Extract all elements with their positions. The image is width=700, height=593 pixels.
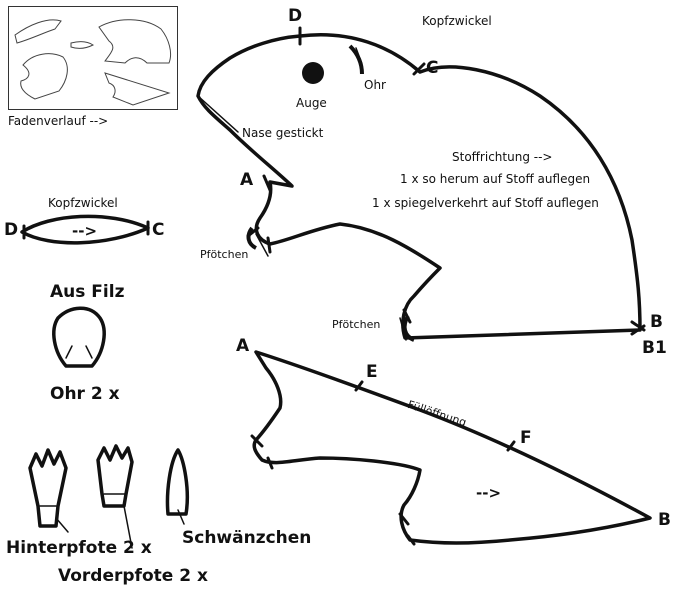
gusset-title: Kopfzwickel [48, 196, 118, 210]
belly-piece-outline [252, 350, 652, 545]
gusset-point-c: C [152, 220, 165, 240]
grain-label: Fadenverlauf --> [8, 114, 109, 128]
belly-point-a: A [236, 336, 250, 356]
point-c-top: C [426, 58, 439, 78]
hind-paw-outline [28, 448, 68, 528]
tail-outline [165, 448, 190, 516]
thumbnail-pieces [14, 19, 172, 106]
hind-paw-label: Hinterpfote 2 x [6, 538, 152, 558]
point-b: B [650, 312, 663, 332]
ear-label: Ohr [364, 78, 386, 92]
layout-thumbnail [8, 6, 178, 110]
paw-label-lower: Pfötchen [332, 318, 381, 331]
tail-label: Schwänzchen [182, 528, 312, 548]
front-paw-label: Vorderpfote 2 x [58, 566, 208, 586]
nose-label: Nase gestickt [242, 126, 324, 140]
point-a-body: A [240, 170, 254, 190]
point-d-top: D [288, 6, 303, 26]
paw-label-upper: Pfötchen [200, 248, 249, 261]
belly-point-f: F [520, 428, 532, 448]
ear-count: Ohr 2 x [50, 384, 120, 404]
eye-label: Auge [296, 96, 327, 110]
instruction-direction: Stoffrichtung --> [452, 150, 553, 164]
front-paw-outline [96, 444, 134, 508]
point-b1: B1 [642, 338, 667, 358]
felt-title: Aus Filz [50, 282, 125, 302]
belly-grain-arrow: --> [476, 484, 502, 502]
gusset-point-d: D [4, 220, 19, 240]
ear-mark [348, 44, 364, 75]
eye-dot [302, 62, 324, 84]
instruction-once: 1 x so herum auf Stoff auflegen [400, 172, 591, 186]
instruction-mirror: 1 x spiegelverkehrt auf Stoff auflegen [372, 196, 599, 210]
belly-point-b: B [658, 510, 671, 530]
head-title: Kopfzwickel [422, 14, 492, 28]
gusset-grain-arrow: --> [72, 222, 98, 240]
belly-point-e: E [366, 362, 378, 382]
ear-outline [52, 306, 106, 368]
body-piece-outline [196, 33, 642, 340]
